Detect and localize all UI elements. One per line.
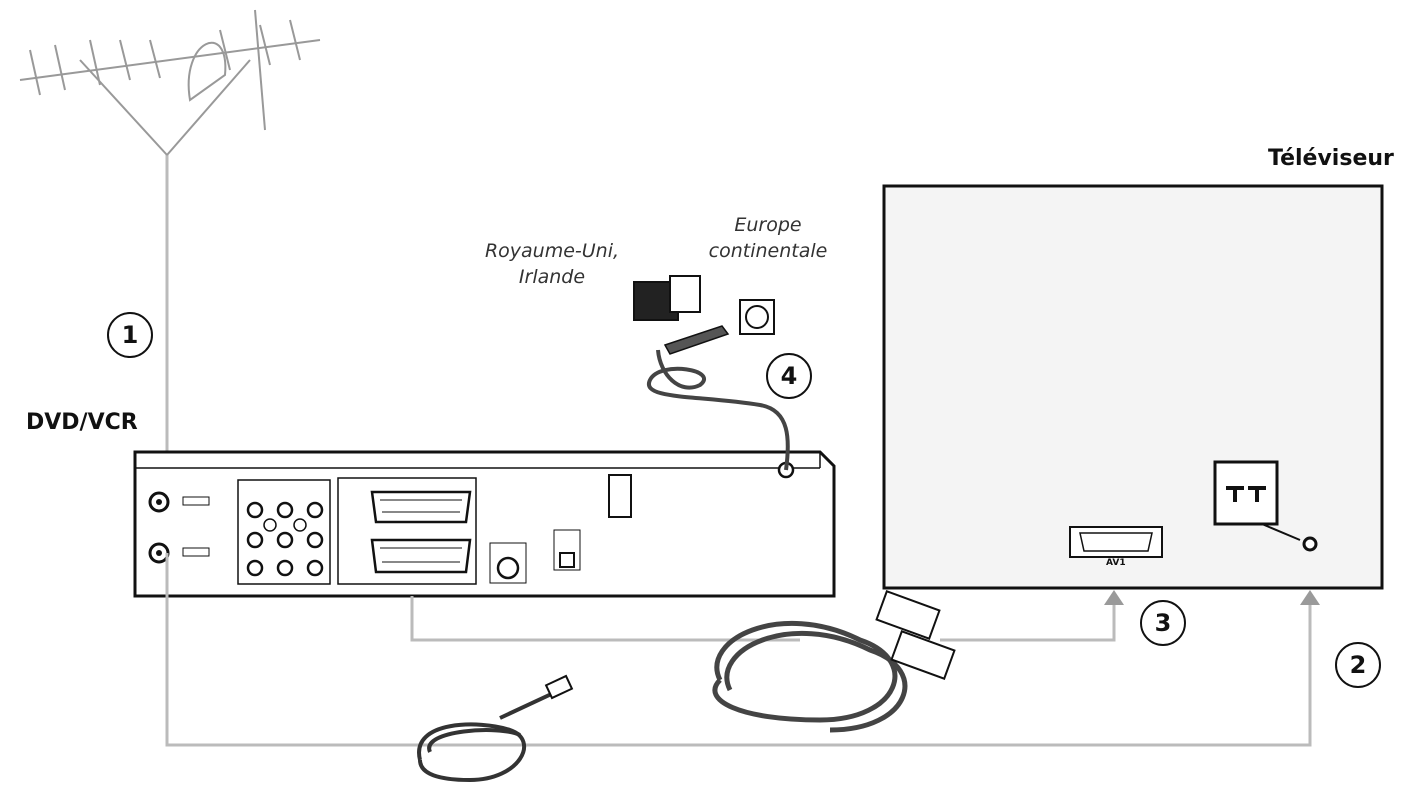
- scart-cable-route: [410, 596, 1116, 642]
- uk-ireland-label: Royaume-Uni, Irlande: [484, 238, 620, 290]
- step-3-badge: 3: [1140, 600, 1186, 646]
- step-2-badge: 2: [1335, 642, 1381, 688]
- television: [882, 184, 1384, 590]
- antenna-icon: [19, 9, 321, 460]
- uk-plug-icon: [633, 275, 701, 321]
- antenna-input-icon: [1213, 460, 1318, 552]
- power-cord: [646, 349, 790, 471]
- arrow-tv-antenna: [1300, 590, 1320, 605]
- arrow-av1: [1104, 590, 1124, 605]
- uk-ireland-line2: Irlande: [518, 266, 586, 288]
- step-1-badge: 1: [107, 312, 153, 358]
- step-4-badge: 4: [766, 353, 812, 399]
- europe-line1: Europe: [734, 214, 802, 236]
- scart-cable-icon: [712, 590, 956, 733]
- coax-cable-icon: [417, 674, 574, 783]
- tv-title: Téléviseur: [1268, 146, 1394, 171]
- europe-label: Europe continentale: [700, 212, 836, 264]
- uk-ireland-line1: Royaume-Uni,: [484, 240, 620, 262]
- tv-av-port-label: AV1: [1106, 558, 1126, 568]
- euro-plug-icon: [663, 299, 775, 355]
- europe-line2: continentale: [708, 240, 828, 262]
- coax-cable-route: [165, 553, 1312, 747]
- device-title: DVD/VCR: [26, 410, 138, 435]
- dvd-vcr-device: [133, 450, 836, 598]
